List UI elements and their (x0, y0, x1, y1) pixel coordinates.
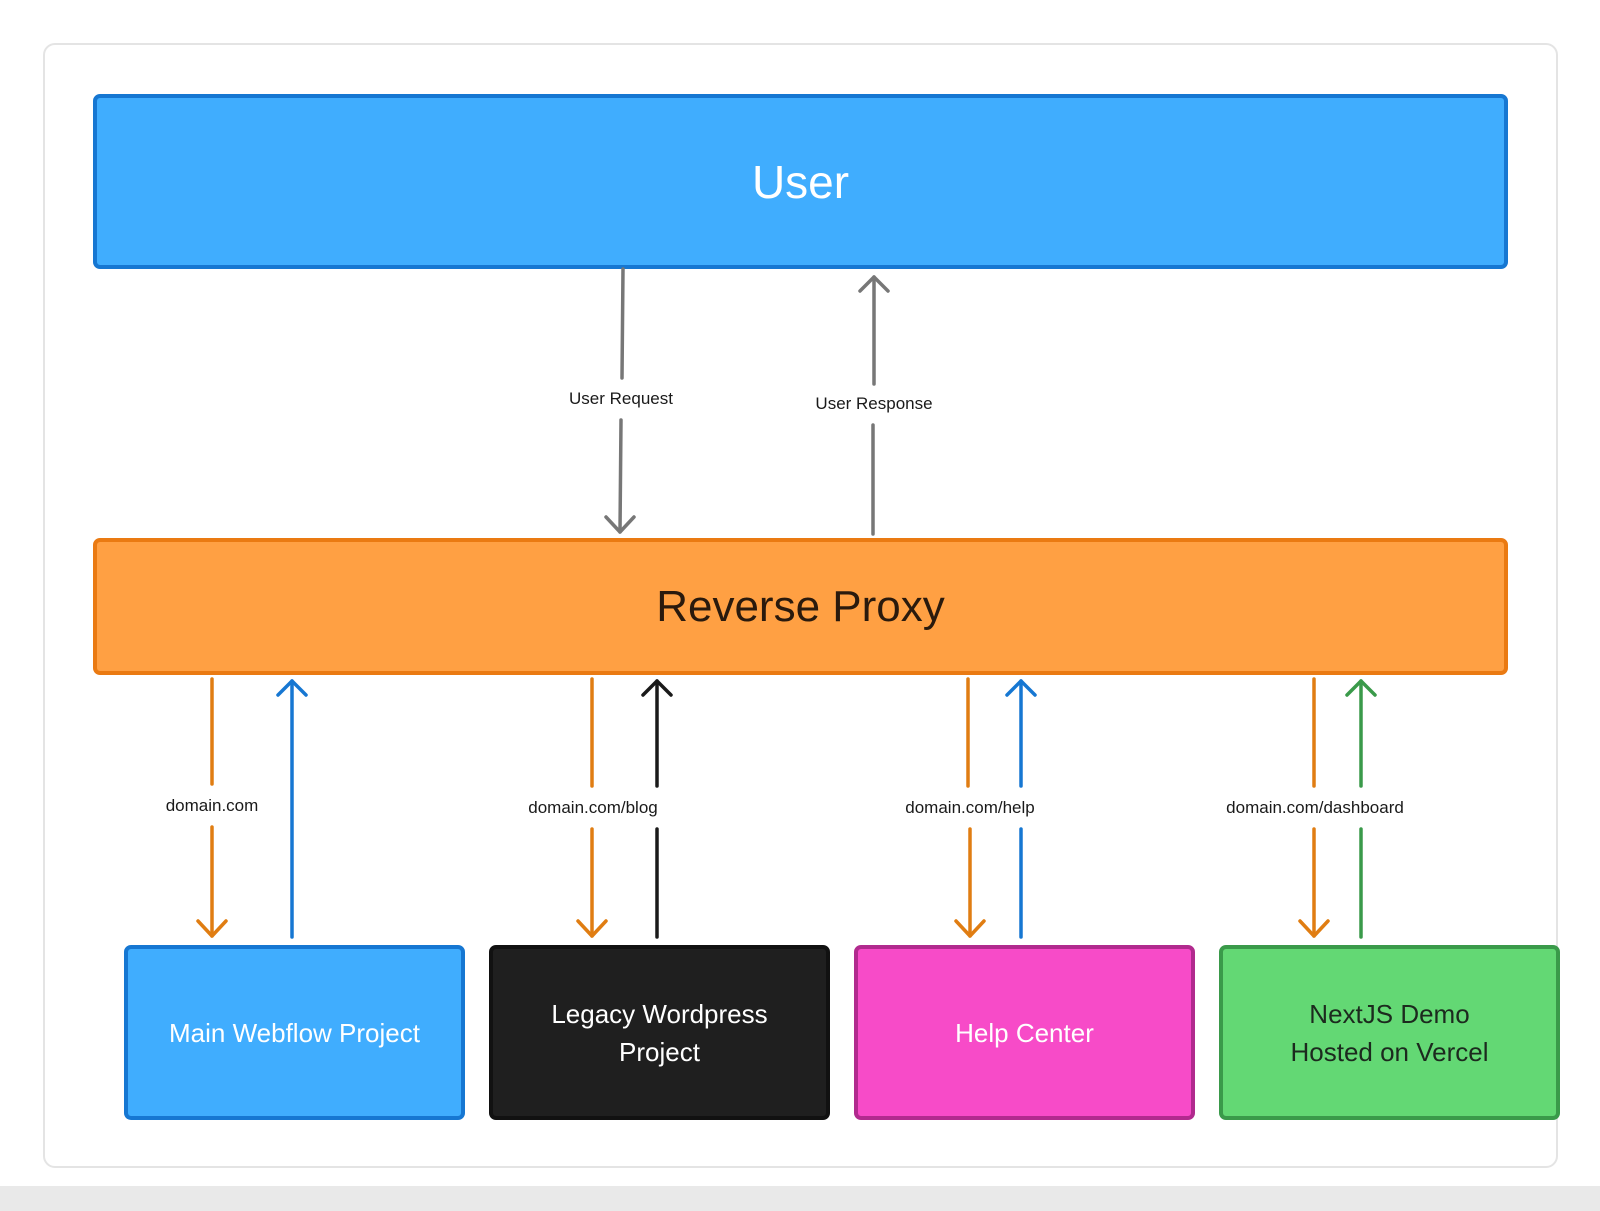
user-response-label: User Response (815, 394, 933, 414)
bottom-strip (0, 1186, 1600, 1211)
user-request-label: User Request (569, 389, 673, 409)
reverse-proxy-node: Reverse Proxy (93, 538, 1508, 675)
legacy-wordpress-project-node: Legacy Wordpress Project (489, 945, 830, 1120)
main-webflow-project-label: Main Webflow Project (169, 1017, 420, 1048)
nextjs-demo-label: NextJS Demo Hosted on Vercel (1290, 998, 1489, 1067)
route-blog-label: domain.com/blog (528, 798, 658, 818)
user-node-label: User (751, 155, 850, 208)
route-help-label: domain.com/help (905, 798, 1035, 818)
nextjs-demo-node: NextJS Demo Hosted on Vercel (1219, 945, 1560, 1120)
route-dashboard-label: domain.com/dashboard (1226, 798, 1404, 818)
main-webflow-project-node: Main Webflow Project (124, 945, 465, 1120)
help-center-label: Help Center (955, 1017, 1094, 1048)
reverse-proxy-node-label: Reverse Proxy (656, 581, 945, 631)
route-root-label: domain.com (165, 796, 259, 816)
legacy-wordpress-project-label: Legacy Wordpress Project (551, 998, 768, 1067)
help-center-node: Help Center (854, 945, 1195, 1120)
user-node: User (93, 94, 1508, 269)
